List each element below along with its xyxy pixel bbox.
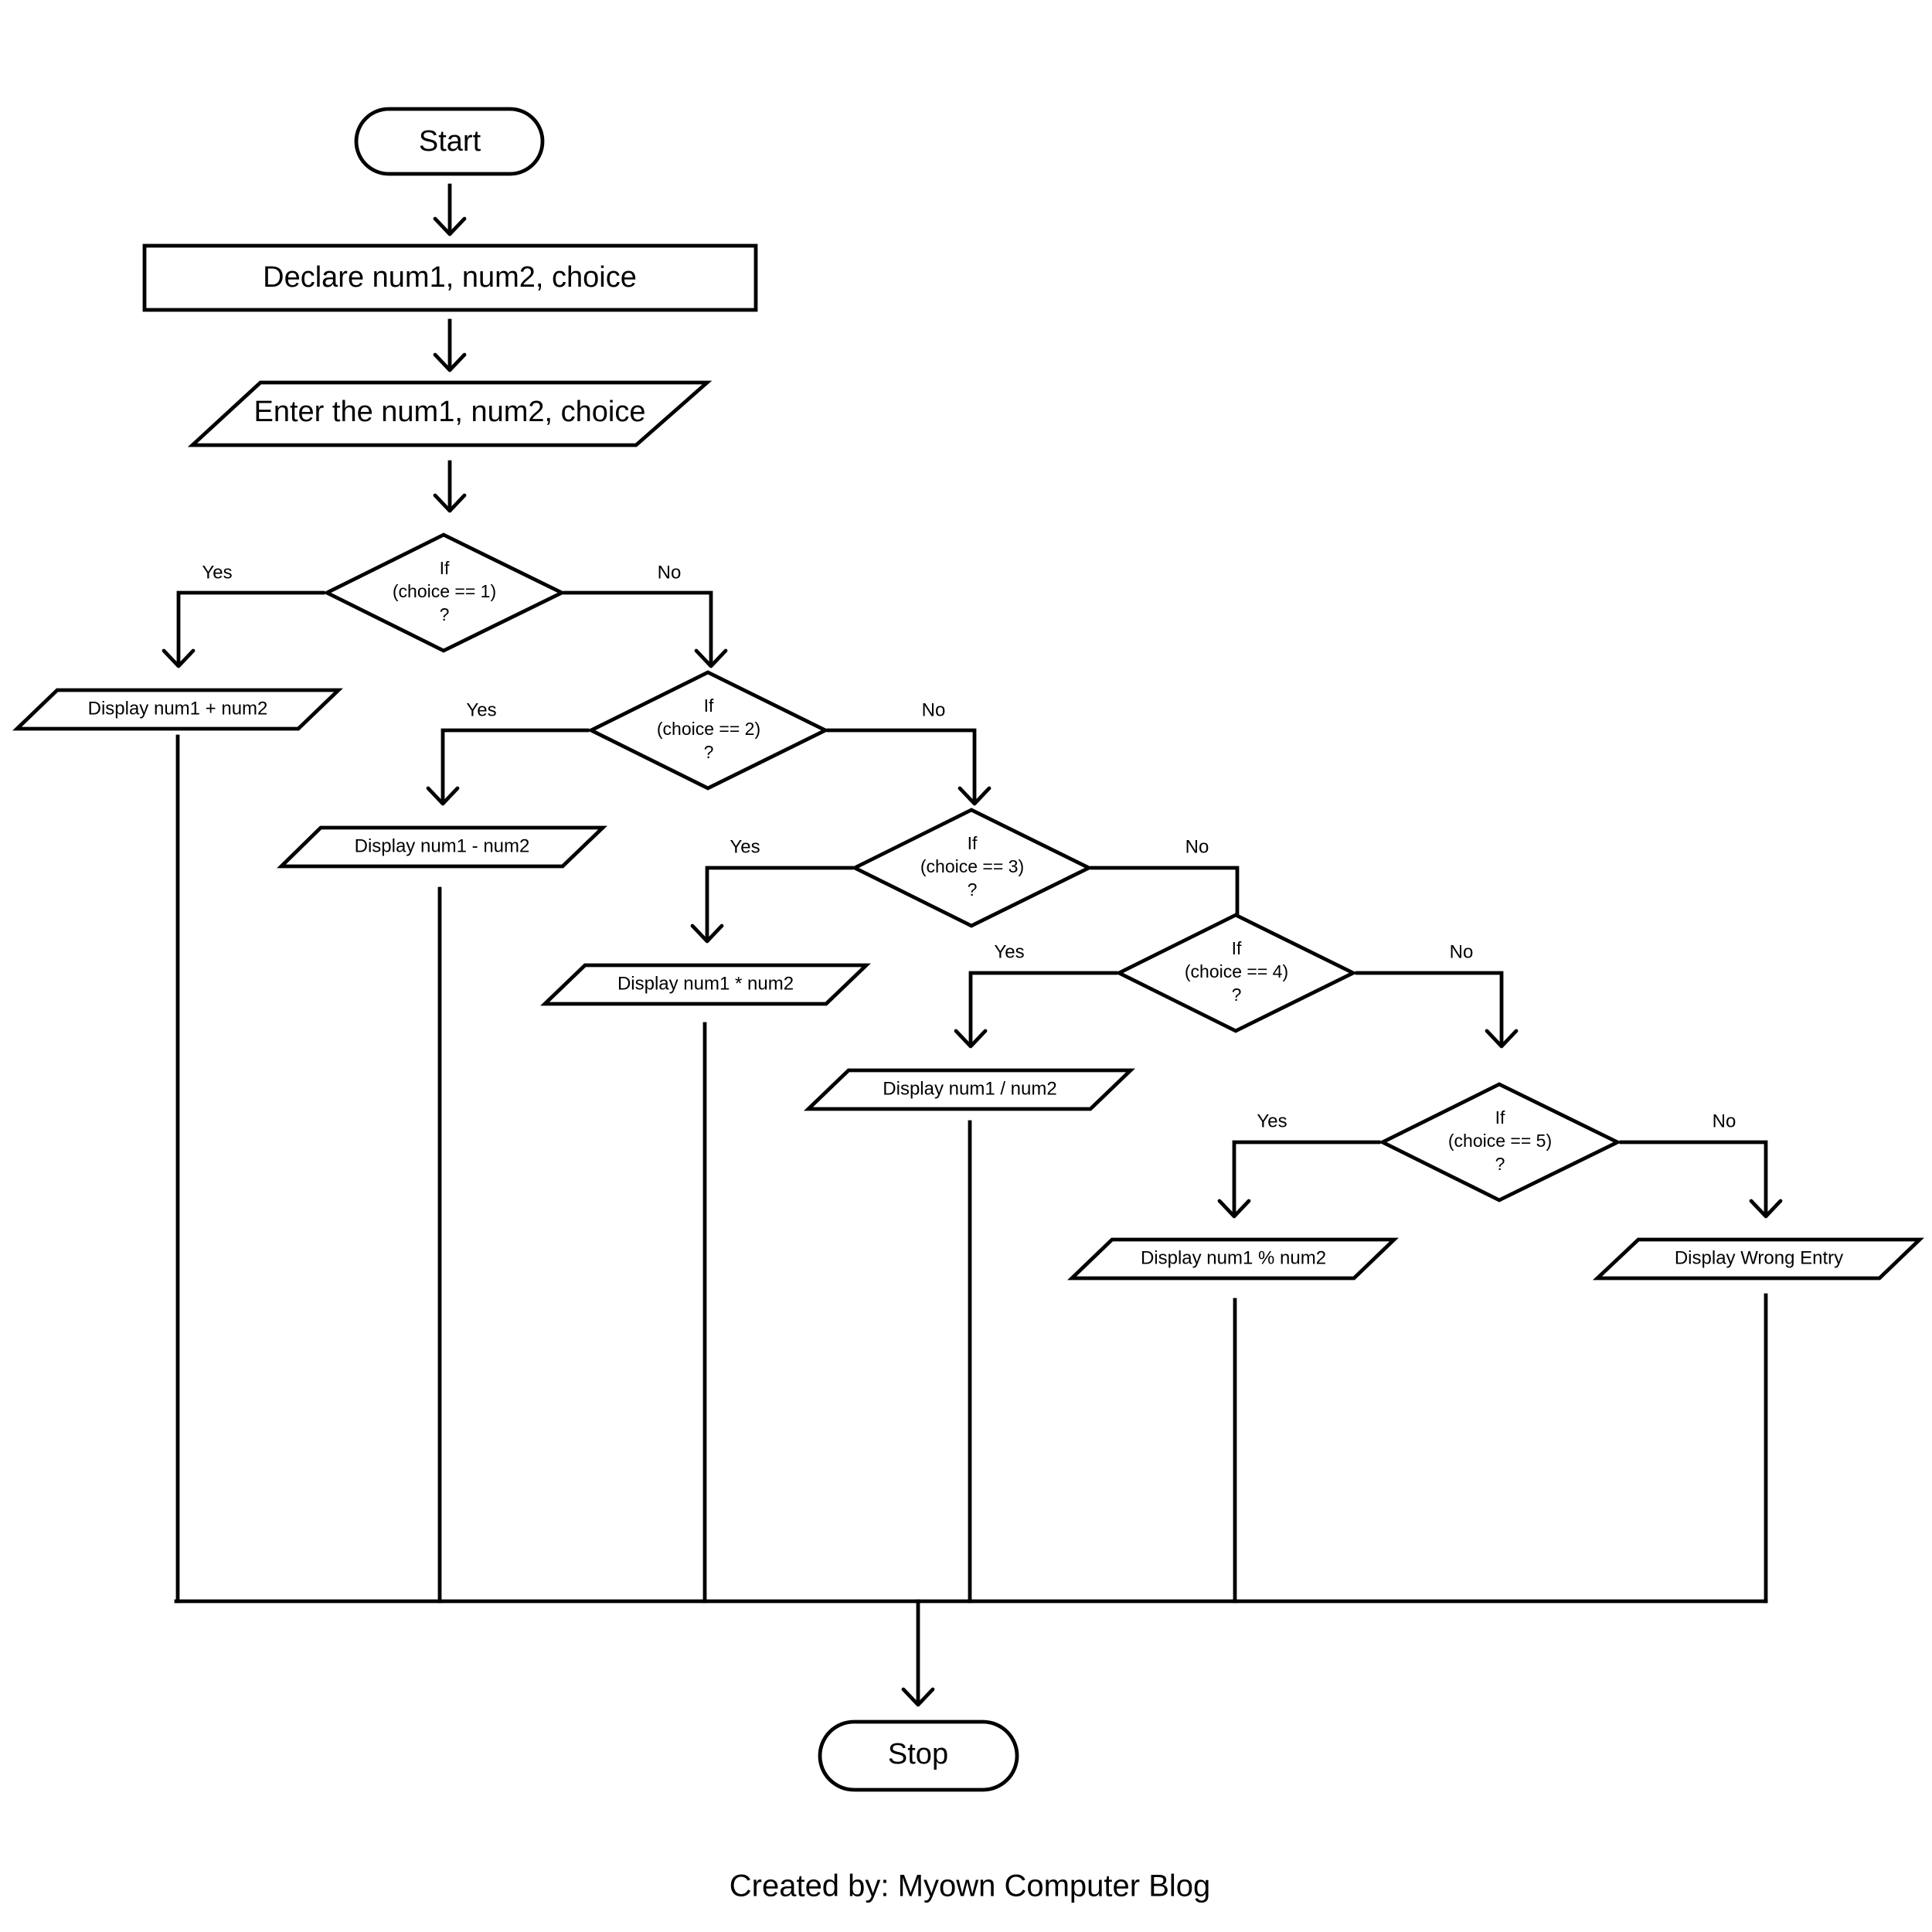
arrowhead bbox=[901, 1687, 935, 1707]
decision-2: If (choice == 2) ? bbox=[587, 670, 830, 791]
decision-4-line-3: ? bbox=[1232, 985, 1242, 1005]
decision-5-line-3: ? bbox=[1495, 1154, 1505, 1174]
connector-decision4-yes bbox=[968, 971, 1118, 1047]
decision-4-yes-label: Yes bbox=[994, 941, 1024, 962]
connector-decision1-yes bbox=[176, 590, 325, 667]
decision-3-line-2: (choice == 3) bbox=[920, 856, 1024, 876]
arrowhead bbox=[1485, 1029, 1519, 1049]
stop-shape bbox=[818, 1719, 1019, 1792]
start-terminator: Start bbox=[354, 107, 545, 176]
output-4: Display num1 / num2 bbox=[804, 1068, 1135, 1111]
output-5-label: Display num1 % num2 bbox=[1141, 1247, 1326, 1268]
decision-4-line-2: (choice == 4) bbox=[1185, 961, 1288, 981]
output-2-label: Display num1 - num2 bbox=[355, 835, 530, 856]
declare-label: Declare num1, num2, choice bbox=[263, 261, 637, 294]
arrowhead bbox=[433, 216, 467, 236]
output-3: Display num1 * num2 bbox=[540, 963, 871, 1006]
branch-labels: Yes No Yes No Yes No Yes No Yes No bbox=[202, 562, 1736, 1131]
decision-5: If (choice == 5) ? bbox=[1378, 1082, 1622, 1202]
decision-5-yes-label: Yes bbox=[1257, 1111, 1287, 1131]
output-1-shape bbox=[12, 688, 343, 731]
arrowheads bbox=[162, 216, 1783, 1707]
connector-decision2-yes bbox=[440, 728, 590, 804]
decision-1-no-label: No bbox=[658, 562, 682, 583]
decision-1-line-2: (choice == 1) bbox=[393, 581, 496, 601]
input-label: Enter the num1, num2, choice bbox=[254, 396, 646, 428]
output-6: Display Wrong Entry bbox=[1592, 1237, 1924, 1281]
arrowhead bbox=[1217, 1199, 1251, 1219]
output-4-shape bbox=[804, 1068, 1135, 1111]
decision-5-line-1: If bbox=[1495, 1107, 1505, 1128]
decision-1-yes-label: Yes bbox=[202, 562, 232, 583]
arrowhead bbox=[426, 786, 460, 806]
connector-decision3-yes bbox=[705, 866, 854, 942]
decision-5-shape bbox=[1378, 1082, 1622, 1202]
arrowhead bbox=[433, 493, 467, 513]
connector-decision3-no bbox=[1090, 866, 1240, 916]
decision-2-line-1: If bbox=[704, 696, 714, 716]
decision-2-line-2: (choice == 2) bbox=[657, 719, 760, 739]
output-6-label: Display Wrong Entry bbox=[1675, 1247, 1843, 1268]
output-1-label: Display num1 + num2 bbox=[88, 698, 268, 719]
output-5: Display num1 % num2 bbox=[1067, 1237, 1399, 1281]
input-data: Enter the num1, num2, choice bbox=[187, 380, 713, 447]
arrowhead bbox=[694, 648, 728, 668]
output-2-shape bbox=[277, 825, 607, 869]
decision-4-shape bbox=[1114, 913, 1358, 1033]
declare-process: Declare num1, num2, choice bbox=[142, 243, 758, 312]
arrowhead bbox=[433, 352, 467, 372]
input-shape bbox=[187, 380, 713, 447]
start-shape bbox=[354, 107, 545, 176]
connector-decision5-no bbox=[1619, 1140, 1768, 1217]
output-5-shape bbox=[1067, 1237, 1399, 1281]
decision-1-shape bbox=[322, 532, 566, 653]
arrowhead bbox=[162, 648, 196, 668]
decision-3-shape bbox=[850, 808, 1094, 928]
decision-4-line-1: If bbox=[1232, 938, 1242, 958]
decision-4: If (choice == 4) ? bbox=[1114, 913, 1358, 1033]
decision-2-shape bbox=[587, 670, 830, 791]
decision-3-yes-label: Yes bbox=[730, 836, 760, 857]
arrowhead bbox=[690, 923, 724, 944]
output-6-shape bbox=[1592, 1237, 1924, 1281]
stop-terminator: Stop bbox=[818, 1719, 1019, 1792]
stop-label: Stop bbox=[888, 1738, 948, 1770]
decision-5-line-2: (choice == 5) bbox=[1448, 1131, 1552, 1151]
connector-decision5-yes bbox=[1232, 1140, 1381, 1217]
decision-4-no-label: No bbox=[1450, 941, 1474, 962]
decision-3-line-1: If bbox=[968, 833, 978, 853]
decision-5-no-label: No bbox=[1713, 1111, 1736, 1131]
credit-text: Created by: Myown Computer Blog bbox=[730, 1869, 1211, 1903]
start-label: Start bbox=[419, 125, 481, 158]
decision-3-line-3: ? bbox=[968, 879, 978, 900]
output-3-shape bbox=[540, 963, 871, 1006]
connector-decision4-no bbox=[1355, 971, 1504, 1047]
connectors bbox=[174, 183, 1768, 1706]
output-2: Display num1 - num2 bbox=[277, 825, 607, 869]
decision-2-yes-label: Yes bbox=[466, 699, 496, 720]
connector-decision2-no bbox=[826, 728, 977, 804]
decision-1-line-3: ? bbox=[440, 604, 450, 624]
connector-decision1-no bbox=[563, 590, 713, 667]
decision-3-no-label: No bbox=[1185, 836, 1209, 857]
output-4-label: Display num1 / num2 bbox=[883, 1078, 1056, 1099]
decision-2-line-3: ? bbox=[704, 742, 714, 762]
output-3-label: Display num1 * num2 bbox=[617, 973, 794, 994]
decision-1: If (choice == 1) ? bbox=[322, 532, 566, 653]
arrowhead bbox=[957, 786, 992, 806]
output-1: Display num1 + num2 bbox=[12, 688, 343, 731]
arrowhead bbox=[954, 1029, 988, 1049]
arrowhead bbox=[1749, 1199, 1783, 1219]
decision-3: If (choice == 3) ? bbox=[850, 808, 1094, 928]
decision-1-line-1: If bbox=[440, 558, 450, 578]
decision-2-no-label: No bbox=[922, 699, 946, 720]
declare-shape bbox=[142, 243, 758, 312]
